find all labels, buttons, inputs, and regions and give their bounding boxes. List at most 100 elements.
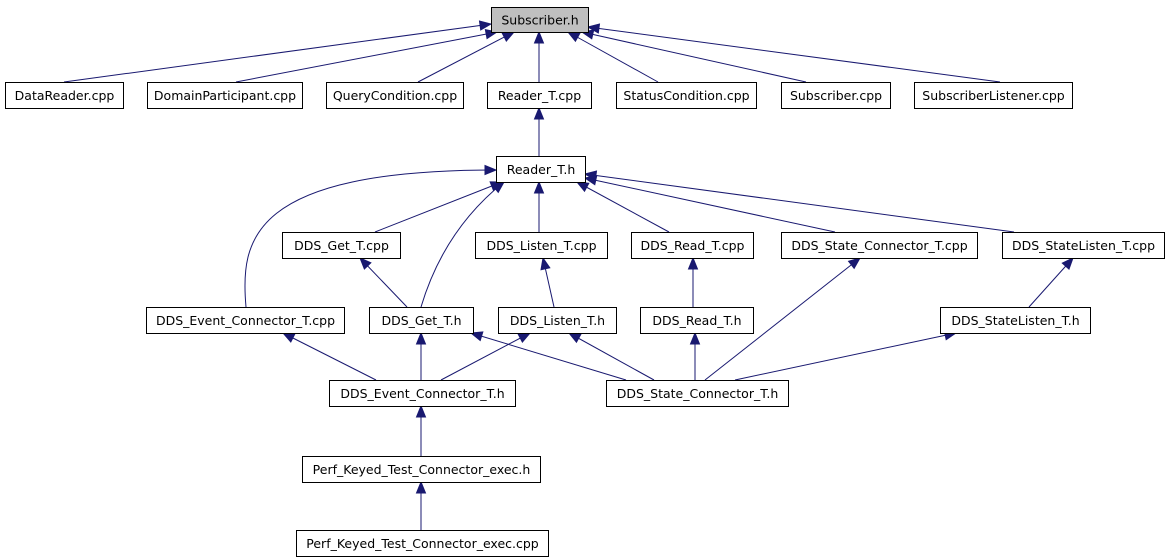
edge-dds-statelisten-t-h-to-dds-statelisten-t-cpp xyxy=(1028,257,1074,308)
edge-dds-state-connector-t-h-to-dds-listen-t-h xyxy=(567,332,655,381)
edge-line xyxy=(576,181,670,233)
node-box xyxy=(369,307,474,334)
node-box xyxy=(631,232,754,259)
edge-line xyxy=(581,31,807,83)
node-box xyxy=(940,307,1091,334)
arrowhead-icon xyxy=(533,180,545,194)
edge-line xyxy=(235,31,498,83)
edge-subscriber-cpp-to-subscriber-h xyxy=(580,29,807,83)
edge-dds-listen-t-h-to-dds-listen-t-cpp xyxy=(540,256,555,308)
node-statuscondition-cpp[interactable]: StatusCondition.cpp xyxy=(616,82,757,109)
node-box xyxy=(146,307,345,334)
node-label: DDS_Get_T.h xyxy=(381,313,461,328)
edge-line xyxy=(734,332,957,381)
node-box xyxy=(487,82,592,109)
node-box xyxy=(616,82,757,109)
node-box xyxy=(326,82,464,109)
node-subscriberlistener-cpp[interactable]: SubscriberListener.cpp xyxy=(914,82,1073,109)
edge-reader-t-h-to-reader-t-cpp xyxy=(533,106,545,156)
node-domainparticipant-cpp[interactable]: DomainParticipant.cpp xyxy=(147,82,303,109)
node-dds-listen-t-cpp[interactable]: DDS_Listen_T.cpp xyxy=(475,232,608,259)
node-label: DDS_Listen_T.cpp xyxy=(486,238,596,253)
edge-line xyxy=(244,169,497,308)
node-subscriber-cpp[interactable]: Subscriber.cpp xyxy=(781,82,891,109)
arrowhead-icon xyxy=(566,31,581,43)
node-label: DDS_Event_Connector_T.cpp xyxy=(156,313,335,328)
node-label: StatusCondition.cpp xyxy=(623,88,749,103)
edge-dds-state-connector-t-h-to-dds-statelisten-t-h xyxy=(734,330,958,381)
edge-dds-read-t-h-to-dds-read-t-cpp xyxy=(687,256,699,307)
node-box xyxy=(606,380,789,407)
node-perf-keyed-test-connector-exec-cpp[interactable]: Perf_Keyed_Test_Connector_exec.cpp xyxy=(296,530,549,557)
node-box xyxy=(491,7,589,33)
edge-querycondition-cpp-to-subscriber-h xyxy=(417,31,516,83)
node-datareader-cpp[interactable]: DataReader.cpp xyxy=(5,82,124,109)
node-box xyxy=(781,232,978,259)
node-dds-statelisten-t-cpp[interactable]: DDS_StateListen_T.cpp xyxy=(1002,232,1165,259)
node-reader-t-cpp[interactable]: Reader_T.cpp xyxy=(487,82,592,109)
node-box xyxy=(296,530,549,557)
edge-line xyxy=(440,332,531,381)
arrowhead-icon xyxy=(469,331,484,342)
edge-dds-state-connector-t-cpp-to-reader-t-h xyxy=(583,175,836,233)
arrowhead-icon xyxy=(689,331,701,345)
node-dds-event-connector-t-cpp[interactable]: DDS_Event_Connector_T.cpp xyxy=(146,307,345,334)
node-perf-keyed-test-connector-exec-h[interactable]: Perf_Keyed_Test_Connector_exec.h xyxy=(302,456,541,483)
edge-dds-get-t-cpp-to-reader-t-h xyxy=(374,181,504,233)
edge-dds-state-connector-t-h-to-dds-read-t-h xyxy=(689,331,701,380)
edge-subscriberlistener-cpp-to-subscriber-h xyxy=(586,23,1001,83)
arrowhead-icon xyxy=(484,164,498,176)
edge-dds-get-t-h-to-dds-get-t-cpp xyxy=(359,257,408,308)
arrowhead-icon xyxy=(586,23,601,34)
node-dds-read-t-cpp[interactable]: DDS_Read_T.cpp xyxy=(631,232,754,259)
edge-perf-keyed-test-connector-exec-h-to-dds-event-connector-t-h xyxy=(415,404,427,456)
node-box xyxy=(1002,232,1165,259)
node-box xyxy=(498,307,617,334)
node-box xyxy=(475,232,608,259)
arrowhead-icon xyxy=(478,20,493,31)
node-querycondition-cpp[interactable]: QueryCondition.cpp xyxy=(326,82,464,109)
node-box xyxy=(282,232,401,259)
node-label: SubscriberListener.cpp xyxy=(922,88,1064,103)
edge-dds-read-t-cpp-to-reader-t-h xyxy=(575,181,670,233)
arrowhead-icon xyxy=(575,181,590,193)
edges-layer xyxy=(63,20,1074,530)
node-box xyxy=(329,380,516,407)
edge-line xyxy=(567,31,659,83)
edge-dds-event-connector-t-cpp-to-reader-t-h xyxy=(244,164,498,308)
node-dds-get-t-cpp[interactable]: DDS_Get_T.cpp xyxy=(282,232,401,259)
node-dds-state-connector-t-h[interactable]: DDS_State_Connector_T.h xyxy=(606,380,789,407)
edge-line xyxy=(374,181,503,233)
node-label: DDS_State_Connector_T.cpp xyxy=(791,238,967,253)
node-label: DDS_State_Connector_T.h xyxy=(617,386,779,401)
node-subscriber-h[interactable]: Subscriber.h xyxy=(491,7,589,33)
node-dds-get-t-h[interactable]: DDS_Get_T.h xyxy=(369,307,474,334)
node-label: DDS_StateListen_T.cpp xyxy=(1012,238,1155,253)
arrowhead-icon xyxy=(491,181,506,194)
node-dds-state-connector-t-cpp[interactable]: DDS_State_Connector_T.cpp xyxy=(781,232,978,259)
arrowhead-icon xyxy=(501,31,516,42)
edge-line xyxy=(420,181,505,308)
node-box xyxy=(5,82,124,109)
edge-line xyxy=(587,26,1001,83)
edge-dds-listen-t-cpp-to-reader-t-h xyxy=(533,180,545,232)
node-dds-listen-t-h[interactable]: DDS_Listen_T.h xyxy=(498,307,617,334)
node-label: DDS_Read_T.cpp xyxy=(641,238,745,253)
node-dds-read-t-h[interactable]: DDS_Read_T.h xyxy=(640,307,754,334)
edge-dds-event-connector-t-h-to-dds-listen-t-h xyxy=(440,332,532,381)
arrowhead-icon xyxy=(687,256,699,270)
node-label: DDS_StateListen_T.h xyxy=(951,313,1079,328)
arrowhead-icon xyxy=(415,331,427,345)
node-box xyxy=(147,82,303,109)
node-dds-statelisten-t-h[interactable]: DDS_StateListen_T.h xyxy=(940,307,1091,334)
node-label: DDS_Listen_T.h xyxy=(510,313,605,328)
node-box xyxy=(640,307,754,334)
edge-statuscondition-cpp-to-subscriber-h xyxy=(566,31,659,83)
node-reader-t-h[interactable]: Reader_T.h xyxy=(496,156,586,183)
edge-dds-event-connector-t-h-to-dds-get-t-h xyxy=(415,331,427,380)
edge-line xyxy=(568,332,655,381)
node-box xyxy=(302,456,541,483)
node-label: DDS_Read_T.h xyxy=(652,313,741,328)
node-dds-event-connector-t-h[interactable]: DDS_Event_Connector_T.h xyxy=(329,380,516,407)
